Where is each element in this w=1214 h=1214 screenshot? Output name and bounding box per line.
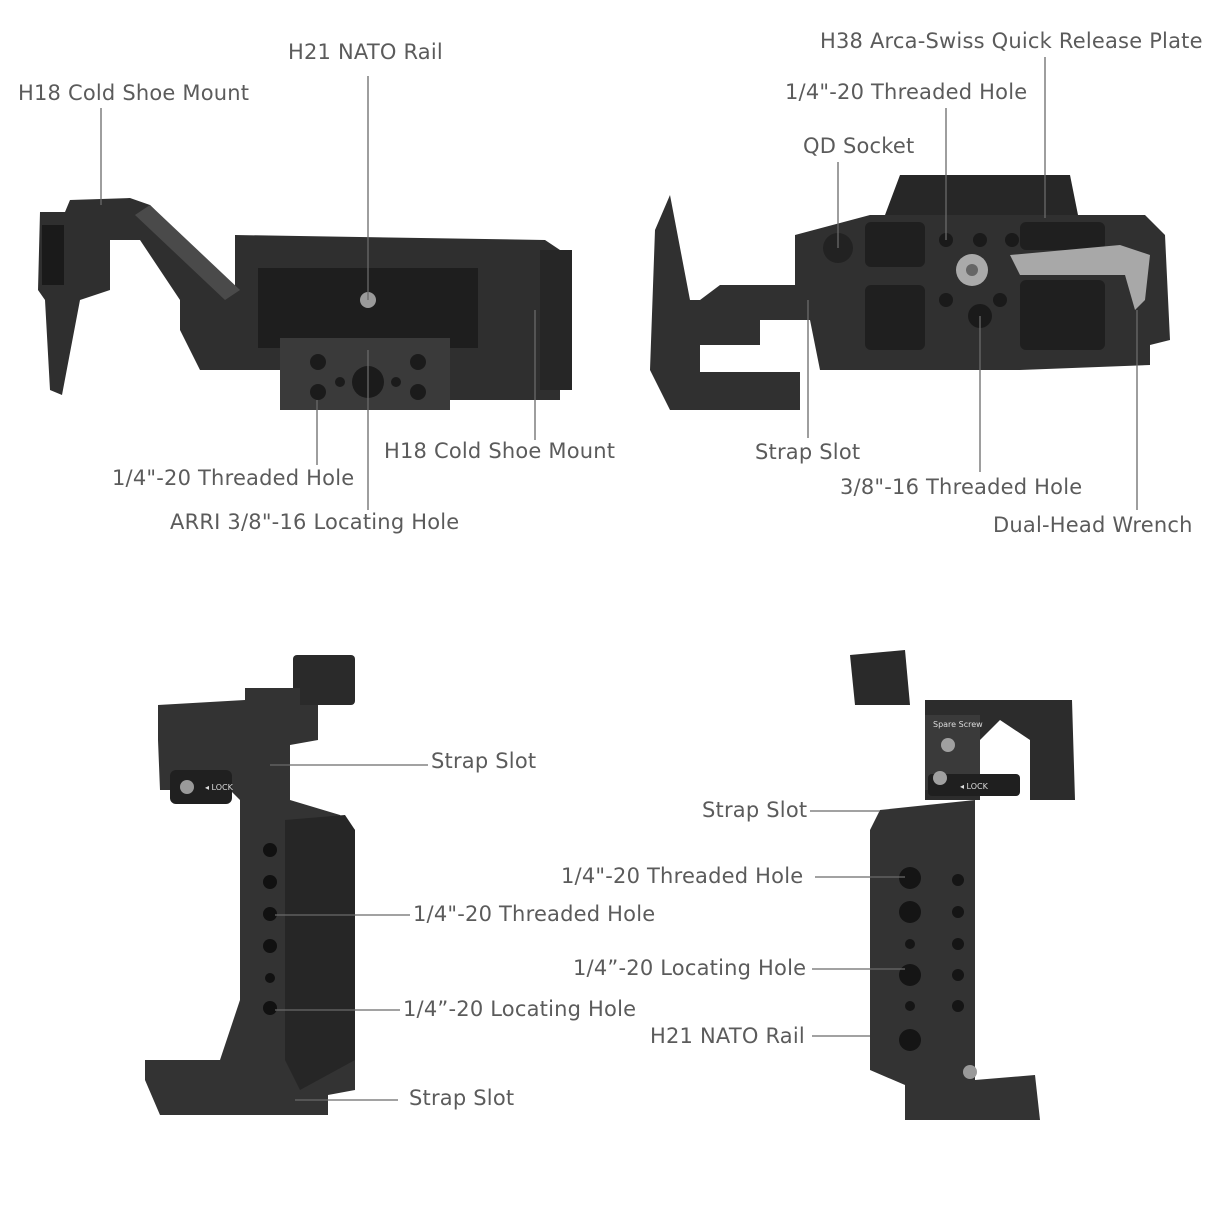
label-qd-socket: QD Socket <box>803 134 915 158</box>
label-locating-hole: 1/4”-20 Locating Hole <box>573 956 807 980</box>
label-arri-locating-hole: ARRI 3/8"-16 Locating Hole <box>170 510 460 534</box>
lock-text: ◂ LOCK <box>960 782 989 791</box>
label-strap-slot: Strap Slot <box>755 440 861 464</box>
label-cold-shoe-mount: H18 Cold Shoe Mount <box>384 439 616 463</box>
label-threaded-hole: 1/4"-20 Threaded Hole <box>413 902 656 926</box>
label-strap-slot: Strap Slot <box>431 749 537 773</box>
lock-text: ◂ LOCK <box>205 783 234 792</box>
label-nato-rail: H21 NATO Rail <box>288 40 443 64</box>
cage-side-view-right: Spare Screw ◂ LOCK <box>850 650 1075 1120</box>
label-dual-head-wrench: Dual-Head Wrench <box>993 513 1193 537</box>
label-arca-swiss-plate: H38 Arca-Swiss Quick Release Plate <box>820 29 1203 53</box>
label-38-threaded-hole: 3/8"-16 Threaded Hole <box>840 475 1083 499</box>
cage-side-view-left: ◂ LOCK <box>145 655 355 1115</box>
label-threaded-hole: 1/4"-20 Threaded Hole <box>785 80 1028 104</box>
label-strap-slot: Strap Slot <box>702 798 808 822</box>
label-cold-shoe-mount: H18 Cold Shoe Mount <box>18 81 250 105</box>
cage-bottom-view-right <box>650 175 1170 410</box>
label-threaded-hole: 1/4"-20 Threaded Hole <box>112 466 355 490</box>
leader-lines <box>100 57 1138 1101</box>
cage-top-view-left <box>38 198 572 410</box>
label-threaded-hole: 1/4"-20 Threaded Hole <box>561 864 804 888</box>
label-strap-slot: Strap Slot <box>409 1086 515 1110</box>
label-locating-hole: 1/4”-20 Locating Hole <box>403 997 637 1021</box>
spare-screw-text: Spare Screw <box>933 720 983 729</box>
label-nato-rail: H21 NATO Rail <box>650 1024 805 1048</box>
